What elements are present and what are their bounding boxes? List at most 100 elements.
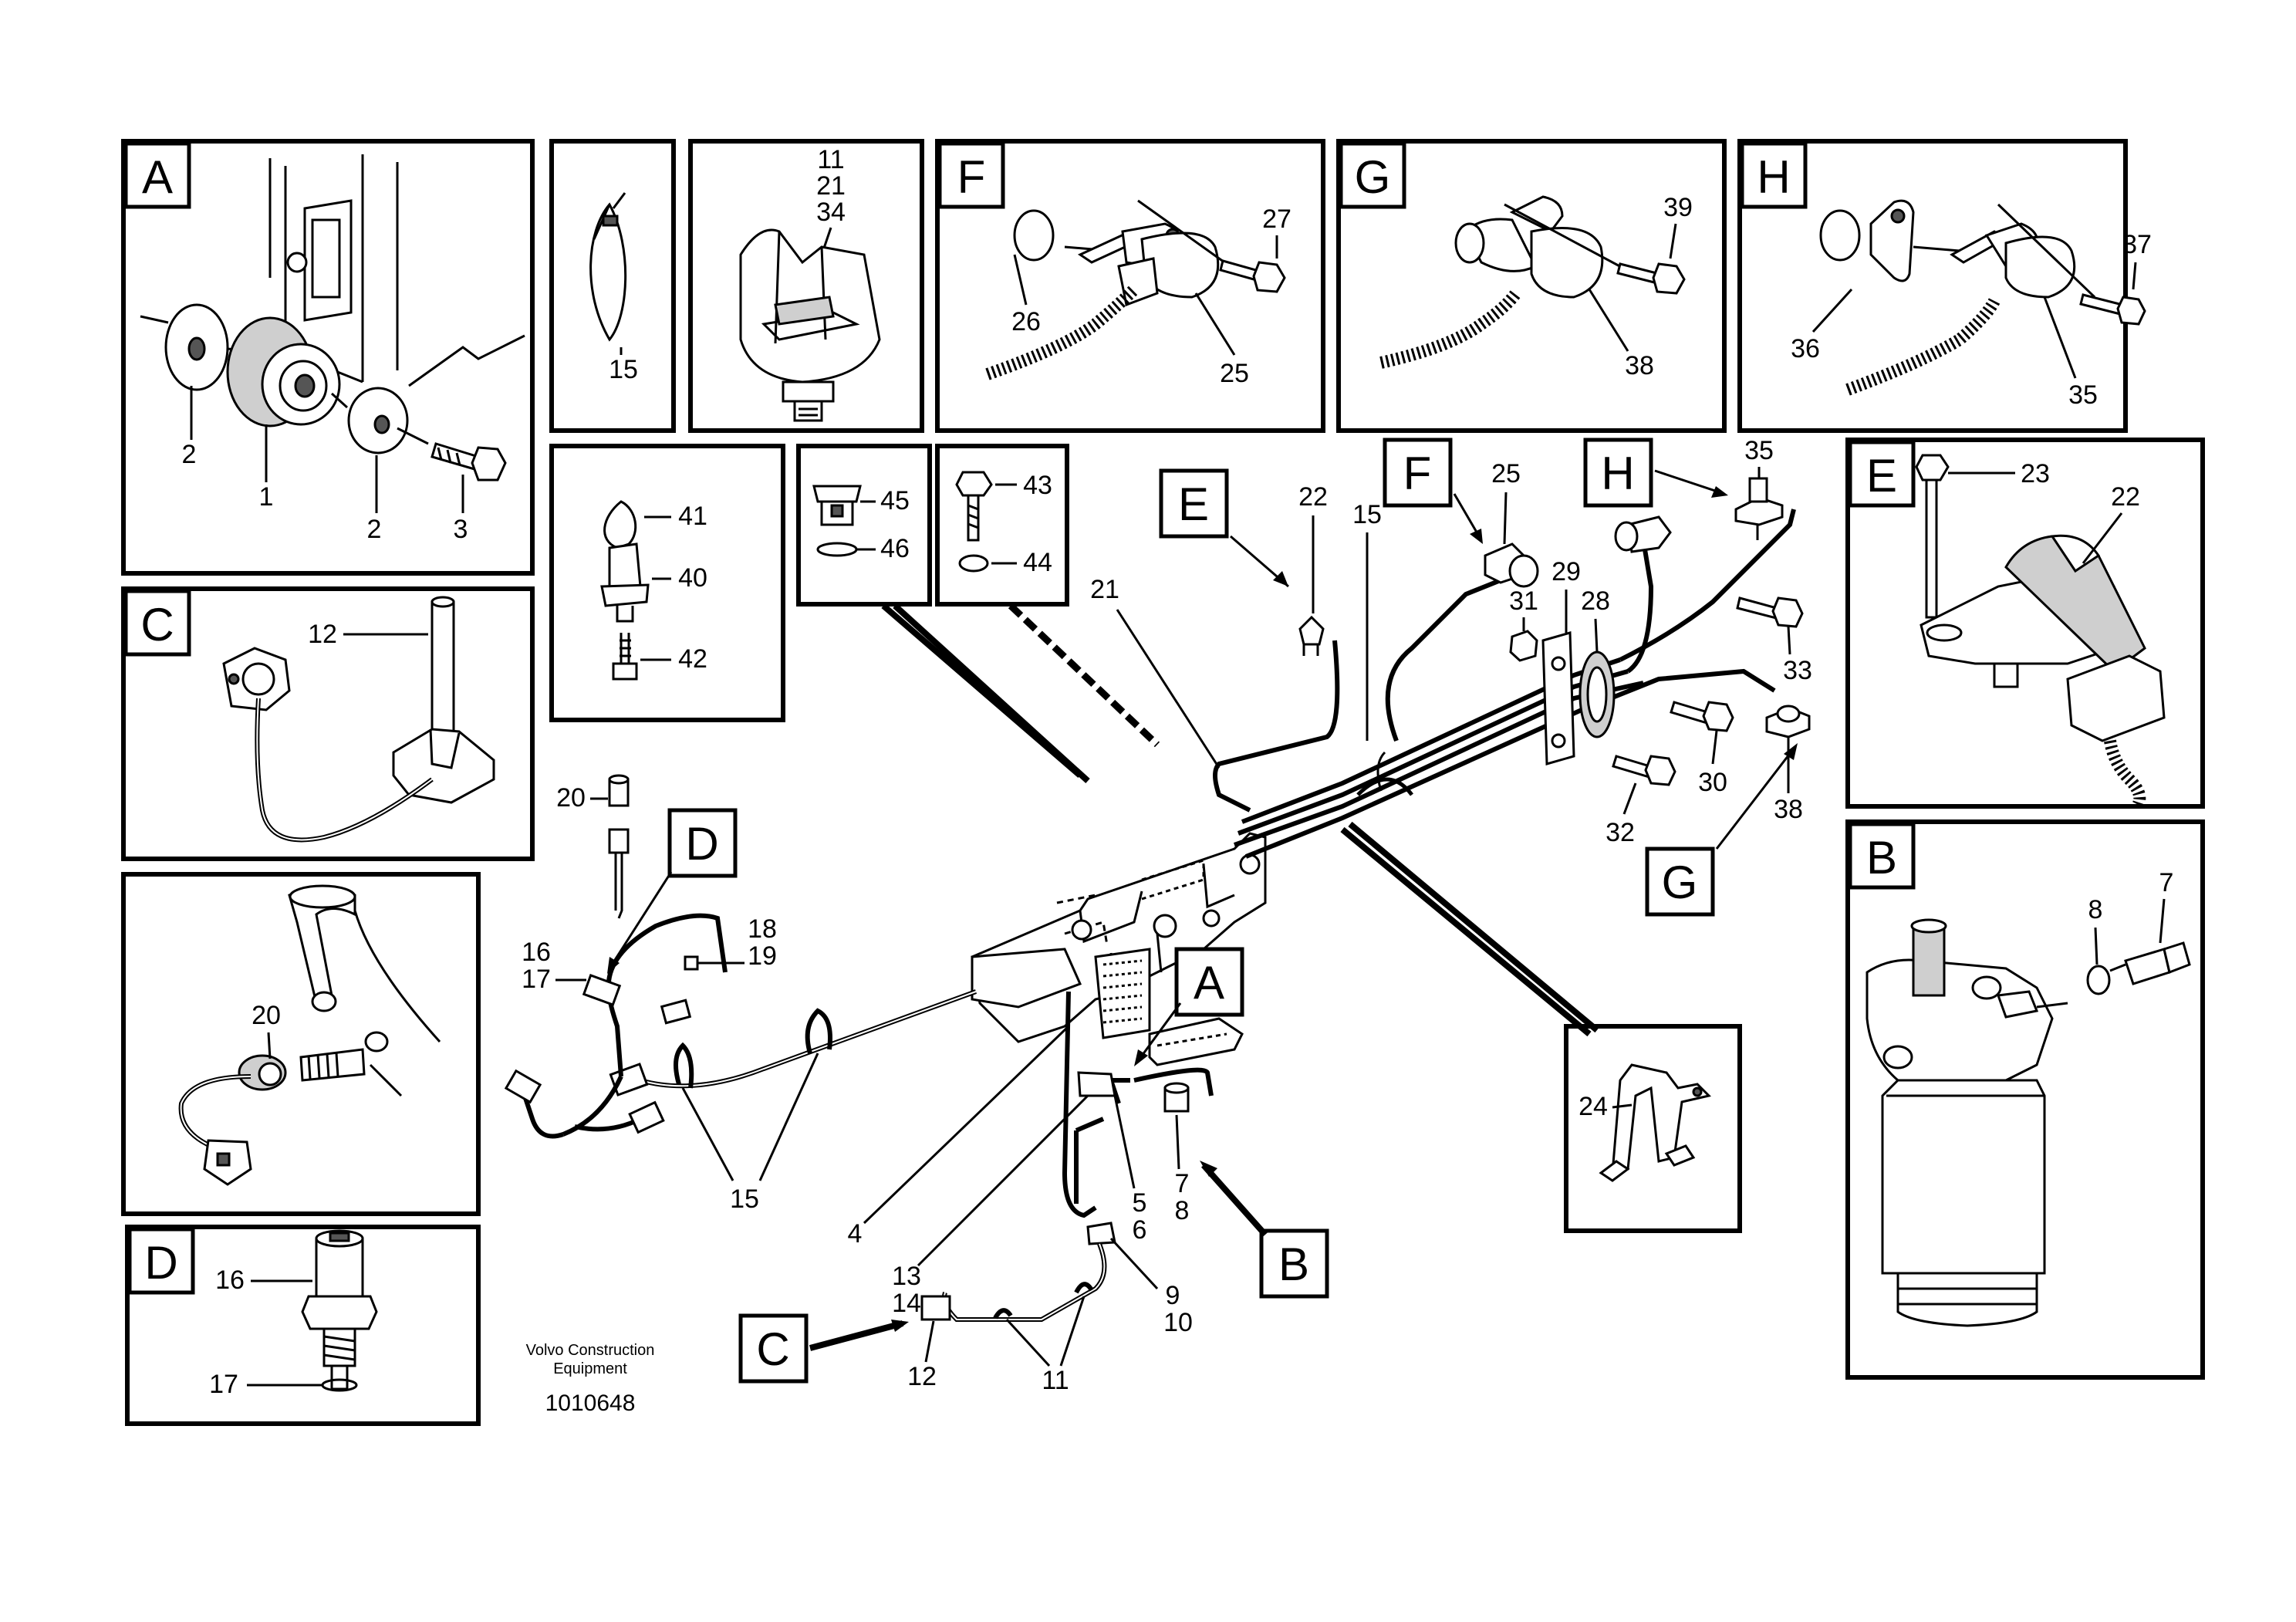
label-main-17: 17 bbox=[522, 965, 551, 994]
label-main-31: 31 bbox=[1509, 586, 1538, 616]
label-main-28: 28 bbox=[1581, 586, 1610, 616]
label-main-13: 13 bbox=[892, 1262, 921, 1291]
label-tie-15: 15 bbox=[609, 355, 638, 384]
label-main-5: 5 bbox=[1133, 1188, 1147, 1218]
label-main-8: 8 bbox=[1175, 1196, 1190, 1225]
label-sensor-20: 20 bbox=[252, 1001, 281, 1030]
label-main-9: 9 bbox=[1166, 1281, 1180, 1310]
label-main-14: 14 bbox=[892, 1289, 921, 1318]
panel-d-letter: D bbox=[144, 1237, 177, 1289]
label-f-27: 27 bbox=[1262, 204, 1292, 234]
label-main-35: 35 bbox=[1744, 436, 1774, 465]
panel-c: C 12 bbox=[121, 586, 535, 861]
label-h-36: 36 bbox=[1791, 334, 1820, 363]
panel-bolt-43: 43 44 bbox=[935, 444, 1069, 607]
main-assembly: E F H D A G bbox=[504, 436, 1812, 1395]
panel-d: D 16 17 bbox=[125, 1225, 481, 1426]
callout-b-letter: B bbox=[1278, 1238, 1309, 1290]
callout-b: B bbox=[1200, 1161, 1329, 1299]
label-43: 43 bbox=[1023, 471, 1052, 500]
callout-e-letter: E bbox=[1178, 478, 1209, 530]
label-main-38: 38 bbox=[1774, 795, 1803, 824]
label-b-8: 8 bbox=[2088, 895, 2103, 924]
label-clamp-21: 21 bbox=[816, 171, 846, 201]
label-a-3: 3 bbox=[454, 515, 468, 544]
panel-clamp: 11 21 34 bbox=[688, 139, 924, 433]
label-41: 41 bbox=[678, 502, 707, 531]
callout-g: G bbox=[1645, 743, 1798, 917]
panel-bracket-24: 24 bbox=[1564, 1024, 1742, 1233]
panel-g: G 39 38 bbox=[1336, 139, 1727, 433]
label-main-29: 29 bbox=[1551, 557, 1581, 586]
credit-block: Volvo Construction Equipment 1010648 bbox=[526, 1342, 655, 1416]
panel-f: F 27 26 25 bbox=[935, 139, 1325, 433]
label-main-33: 33 bbox=[1783, 656, 1812, 685]
callout-h: H bbox=[1583, 438, 1728, 508]
panel-plug-45: 45 46 bbox=[796, 444, 932, 607]
label-main-19: 19 bbox=[748, 941, 777, 971]
panel-cable-tie: 15 bbox=[549, 139, 676, 433]
label-g-38: 38 bbox=[1625, 351, 1654, 380]
label-40: 40 bbox=[678, 563, 707, 593]
label-clamp-34: 34 bbox=[816, 198, 846, 227]
callout-f-letter: F bbox=[1403, 448, 1432, 499]
callout-d-letter: D bbox=[685, 818, 718, 870]
panel-c-letter: C bbox=[140, 599, 174, 650]
panel-h-letter: H bbox=[1757, 151, 1790, 203]
label-main-18: 18 bbox=[748, 914, 777, 944]
panel-a-letter: A bbox=[142, 151, 173, 203]
label-clamp-11: 11 bbox=[817, 145, 844, 174]
callout-e: E bbox=[1159, 468, 1289, 588]
callout-f: F bbox=[1383, 438, 1483, 544]
callout-c: C bbox=[738, 1313, 909, 1384]
label-main-20: 20 bbox=[556, 783, 586, 813]
label-main-21: 21 bbox=[1090, 575, 1119, 604]
label-a-2-right: 2 bbox=[367, 515, 382, 544]
panel-g-letter: G bbox=[1355, 151, 1391, 203]
label-a-1: 1 bbox=[259, 482, 274, 512]
panel-sensor-40: 41 40 42 bbox=[549, 444, 785, 722]
label-main-4: 4 bbox=[848, 1219, 863, 1249]
label-main-15-top: 15 bbox=[1352, 500, 1382, 529]
label-42: 42 bbox=[678, 644, 707, 674]
callout-a: A bbox=[1134, 947, 1244, 1066]
callout-g-letter: G bbox=[1662, 857, 1698, 908]
label-f-26: 26 bbox=[1011, 307, 1041, 336]
panel-b: B 7 8 bbox=[1845, 819, 2205, 1380]
label-e-22: 22 bbox=[2111, 482, 2140, 512]
panel-sensor-20: 20 bbox=[121, 872, 481, 1216]
label-d-16: 16 bbox=[215, 1265, 245, 1295]
label-main-11: 11 bbox=[1042, 1366, 1069, 1395]
label-main-7: 7 bbox=[1175, 1169, 1190, 1198]
callout-d: D bbox=[607, 808, 738, 974]
label-main-10: 10 bbox=[1163, 1308, 1193, 1337]
panel-h: H 37 36 35 bbox=[1737, 139, 2152, 433]
label-main-22: 22 bbox=[1298, 482, 1328, 512]
panel-f-letter: F bbox=[957, 151, 986, 203]
label-45: 45 bbox=[880, 486, 910, 515]
label-main-16: 16 bbox=[522, 938, 551, 967]
label-main-12: 12 bbox=[907, 1362, 937, 1391]
panel-b-letter: B bbox=[1866, 832, 1897, 884]
label-f-25: 25 bbox=[1220, 359, 1249, 388]
label-44: 44 bbox=[1023, 548, 1052, 577]
callout-c-letter: C bbox=[756, 1323, 789, 1375]
label-h-37: 37 bbox=[2122, 230, 2152, 259]
label-46: 46 bbox=[880, 534, 910, 563]
label-e-23: 23 bbox=[2021, 459, 2050, 488]
panel-e-letter: E bbox=[1866, 450, 1897, 502]
label-main-32: 32 bbox=[1606, 818, 1635, 847]
label-main-30: 30 bbox=[1698, 768, 1727, 797]
label-main-15-bottom: 15 bbox=[730, 1184, 759, 1214]
panel-a: A 2 1 2 3 bbox=[121, 139, 535, 576]
label-d-17: 17 bbox=[209, 1370, 238, 1399]
label-h-35: 35 bbox=[2068, 380, 2098, 410]
drawing-number: 1010648 bbox=[545, 1391, 636, 1416]
label-c-12: 12 bbox=[308, 620, 337, 649]
credit-company-2: Equipment bbox=[553, 1360, 627, 1377]
label-b-7: 7 bbox=[2159, 868, 2174, 897]
label-a-2-left: 2 bbox=[182, 440, 197, 469]
panel-e: E 23 22 bbox=[1845, 438, 2205, 810]
callout-h-letter: H bbox=[1601, 448, 1634, 499]
